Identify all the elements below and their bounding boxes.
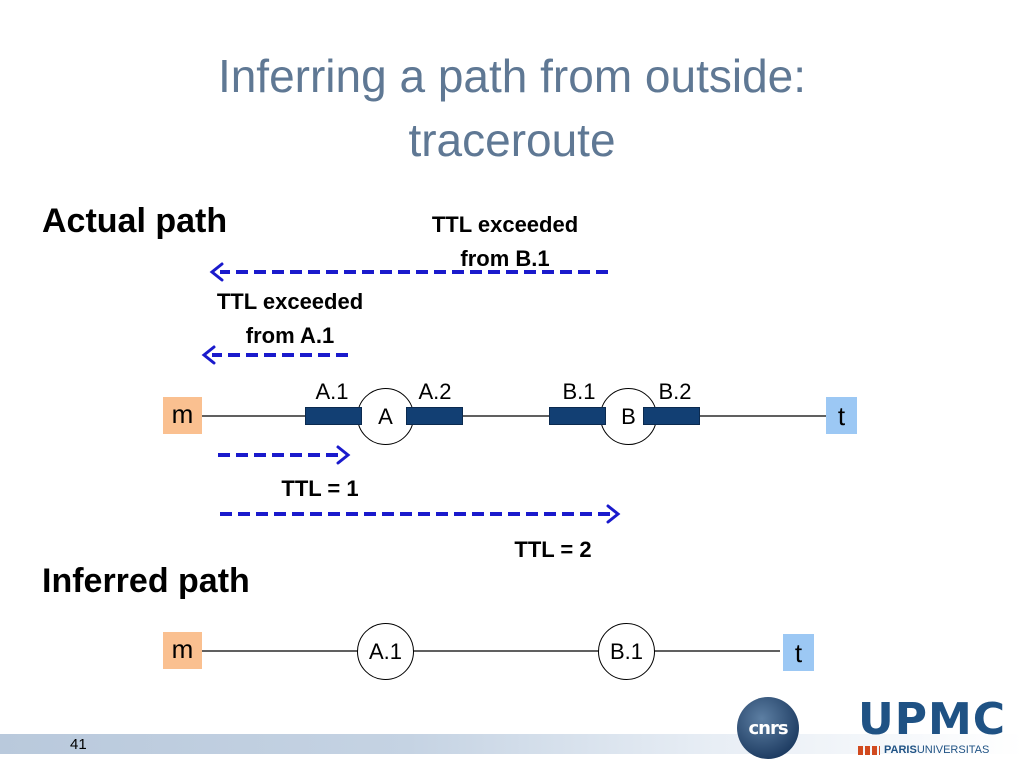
interface-b2-port (643, 407, 700, 425)
interface-b1-label: B.1 (562, 379, 596, 404)
upmc-tagline-universitas: UNIVERSITAS (916, 744, 990, 756)
ttl-exceeded-a1-line2: from A.1 (245, 323, 335, 348)
arrowhead-ttl-exceeded-a1 (201, 345, 216, 365)
title-line-1: Inferring a path from outside: (217, 50, 807, 102)
inferred-hop-a1: A.1 (357, 623, 414, 680)
arrowhead-ttl-exceeded-b1 (209, 262, 224, 282)
cnrs-logo: cnrs (737, 697, 799, 759)
inferred-hop-b1: B.1 (598, 623, 655, 680)
slide-title: Inferring a path from outside: tracerout… (0, 44, 1024, 172)
cnrs-logo-text: cnrs (748, 717, 788, 739)
page-number: 41 (70, 736, 87, 753)
inferred-destination-t-box: t (783, 634, 814, 671)
ttl-2-label: TTL = 2 (514, 537, 592, 562)
destination-t-box: t (826, 397, 857, 434)
interface-a2-port (406, 407, 463, 425)
ttl-exceeded-b1-line1: TTL exceeded (431, 212, 579, 237)
actual-path-heading: Actual path (42, 202, 228, 240)
upmc-logo-text: UPMC (858, 694, 1007, 745)
upmc-tagline: PARIS UNIVERSITAS (858, 744, 989, 756)
arrowhead-ttl-2 (606, 504, 621, 524)
router-a: A (357, 388, 414, 445)
interface-a2-label: A.2 (418, 379, 452, 404)
interface-a1-label: A.1 (315, 379, 349, 404)
inferred-path-heading: Inferred path (42, 562, 250, 600)
title-line-2: traceroute (408, 114, 616, 166)
ttl-exceeded-b1-line2: from B.1 (460, 246, 550, 271)
source-m-box: m (163, 397, 202, 434)
upmc-tagline-paris: PARIS (884, 744, 917, 756)
interface-a1-port (305, 407, 362, 425)
ttl-1-label: TTL = 1 (281, 476, 359, 501)
interface-b1-port (549, 407, 606, 425)
ttl-exceeded-b1-label: TTL exceeded from B.1 (400, 208, 610, 276)
ttl-exceeded-a1-label: TTL exceeded from A.1 (185, 285, 395, 353)
inferred-source-m-box: m (163, 632, 202, 669)
arrowhead-ttl-1 (336, 445, 351, 465)
upmc-bars-icon (858, 745, 880, 755)
upmc-logo: UPMC PARIS UNIVERSITAS (858, 698, 1014, 762)
ttl-exceeded-a1-line1: TTL exceeded (216, 289, 364, 314)
interface-b2-label: B.2 (658, 379, 692, 404)
